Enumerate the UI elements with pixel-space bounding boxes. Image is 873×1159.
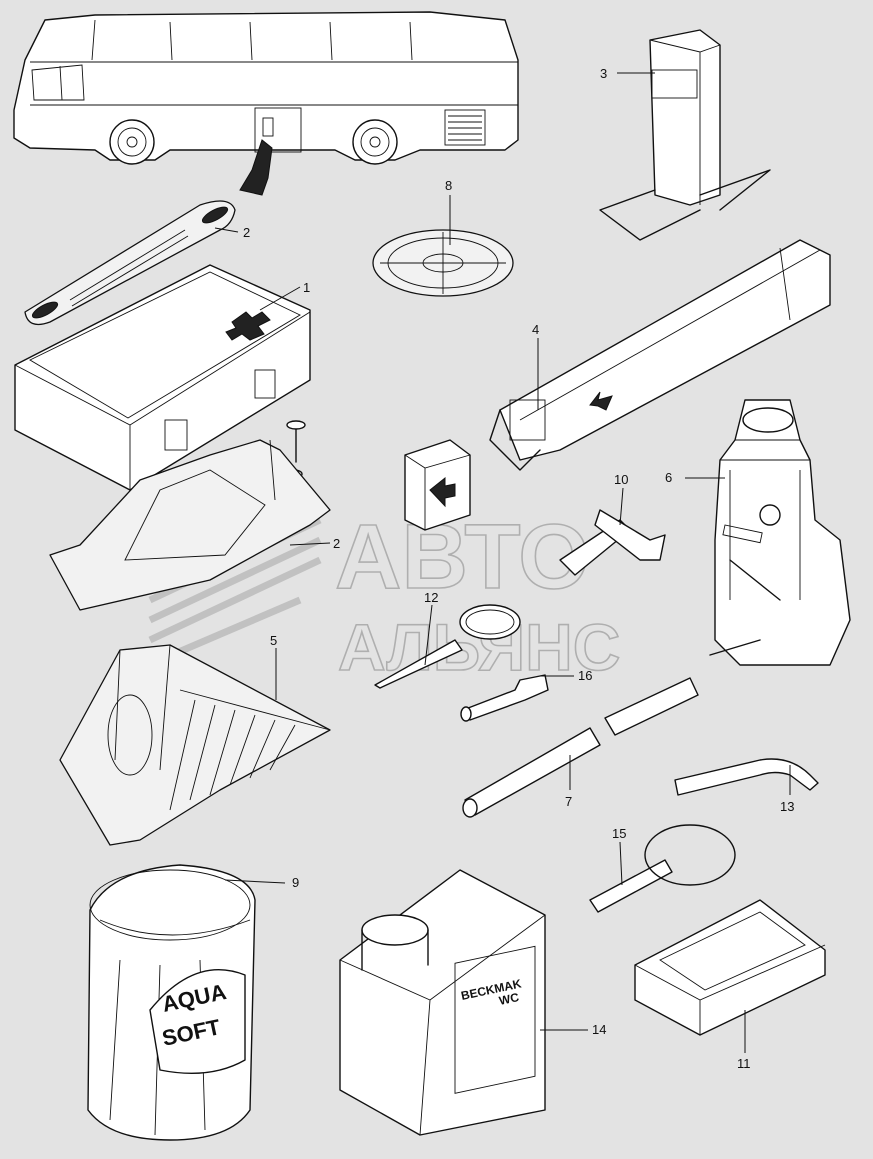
wc-fluid-canister-part: BECKMAK WC: [339, 869, 546, 1136]
strap-part: [24, 200, 236, 326]
callout-9: 9: [292, 875, 299, 890]
socket-wrench-part: [559, 509, 666, 576]
mounting-bracket-part: [49, 439, 331, 611]
fuse-box-part: [634, 899, 826, 1036]
tyre-lever-part: [374, 639, 463, 689]
callout-2-upper: 2: [243, 225, 250, 240]
extension-tube-part: [462, 677, 699, 818]
wheel-chock-part: [59, 644, 331, 846]
jack-holder-part: [599, 29, 771, 241]
callout-4: 4: [532, 322, 539, 337]
allen-key-part: [674, 758, 819, 796]
callout-15: 15: [612, 826, 626, 841]
toilet-rolls-part: AQUA SOFT: [87, 864, 256, 1141]
callout-3: 3: [600, 66, 607, 81]
callout-12: 12: [424, 590, 438, 605]
first-aid-kit-part: [14, 264, 311, 491]
callout-1: 1: [303, 280, 310, 295]
callout-2-lower: 2: [333, 536, 340, 551]
callout-5: 5: [270, 633, 277, 648]
callout-16: 16: [578, 668, 592, 683]
key-part: [589, 824, 736, 913]
callout-7: 7: [565, 794, 572, 809]
tablet-disc-part: [372, 229, 514, 297]
callout-8: 8: [445, 178, 452, 193]
callout-13: 13: [780, 799, 794, 814]
callout-10: 10: [614, 472, 628, 487]
wc-label-line2: WC: [498, 990, 521, 1008]
callout-6: 6: [665, 470, 672, 485]
watermark-line1: АВТО: [335, 506, 590, 608]
callout-14: 14: [592, 1022, 606, 1037]
bottle-jack-part: [709, 399, 851, 666]
jack-handle-part: [489, 239, 831, 471]
callouts: 1 2 2 3 4 5 6 7 8 9 10 11 12 13 14 15 16: [214, 66, 794, 1071]
seal-ring-part: [459, 604, 521, 640]
small-box-part: [404, 439, 471, 531]
adapter-part: [460, 674, 549, 722]
bus-illustration: [13, 11, 519, 196]
callout-11: 11: [737, 1056, 751, 1071]
